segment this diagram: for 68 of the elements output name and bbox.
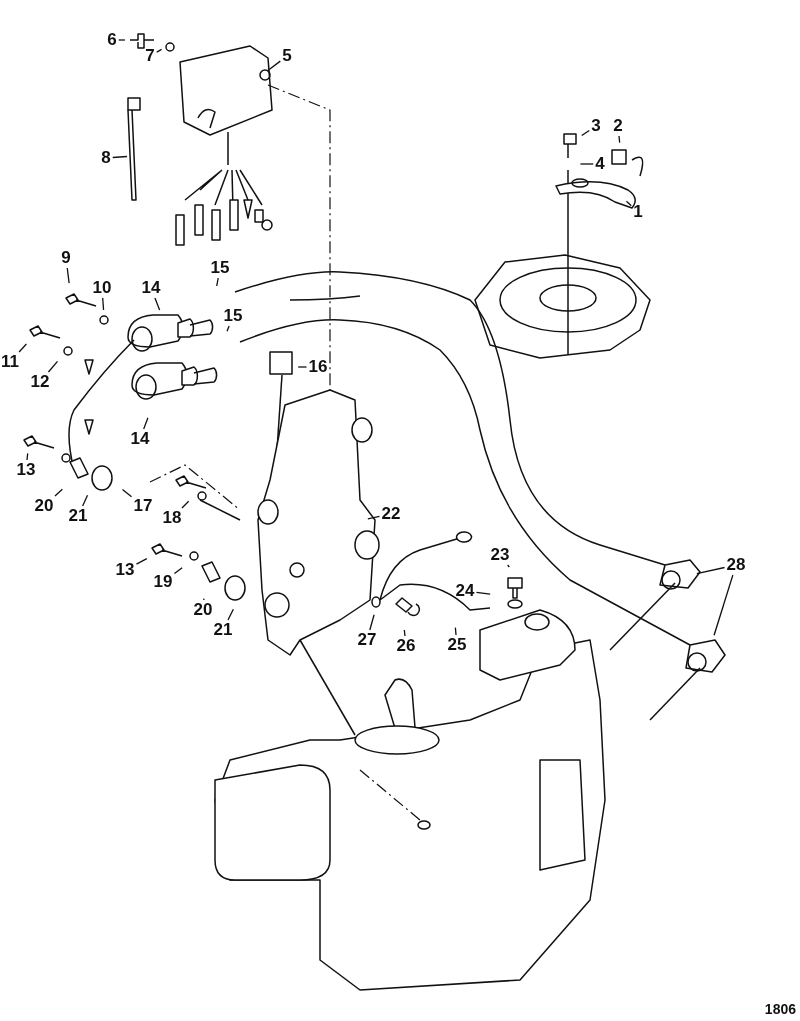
leader-line xyxy=(135,558,148,565)
callout-number: 14 xyxy=(141,279,161,297)
callout-number: 6 xyxy=(107,31,117,49)
callout-number: 21 xyxy=(68,507,88,525)
leader-line xyxy=(226,325,230,332)
leader-line xyxy=(216,277,219,287)
leader-line xyxy=(18,343,27,353)
callout-number: 12 xyxy=(30,373,50,391)
leader-line xyxy=(102,297,105,311)
leader-line xyxy=(581,129,590,137)
callout-number: 13 xyxy=(115,561,135,579)
callout-number: 19 xyxy=(153,573,173,591)
callout-number: 18 xyxy=(162,509,182,527)
leader-line xyxy=(81,494,89,507)
leader-line xyxy=(66,267,70,284)
leader-line xyxy=(266,60,281,72)
callout-number: 5 xyxy=(282,47,292,65)
callout-number: 13 xyxy=(16,461,36,479)
callout-number: 28 xyxy=(726,556,746,574)
callout-number: 3 xyxy=(591,117,601,135)
leader-line xyxy=(696,566,726,575)
callout-number: 20 xyxy=(34,497,54,515)
callout-number: 7 xyxy=(145,47,155,65)
leader-line xyxy=(618,135,621,144)
callout-number: 11 xyxy=(1,353,19,371)
leader-line xyxy=(454,627,457,636)
leader-line xyxy=(121,488,133,498)
leader-line xyxy=(154,297,161,311)
leader-line xyxy=(369,614,375,631)
callout-number: 17 xyxy=(133,497,153,515)
leader-line xyxy=(181,500,190,509)
callout-number: 9 xyxy=(61,249,71,267)
callout-number: 27 xyxy=(357,631,377,649)
callout-number: 25 xyxy=(447,636,467,654)
callout-number: 20 xyxy=(193,601,213,619)
leader-line xyxy=(713,574,734,636)
figure-number: 1806 xyxy=(764,1001,796,1017)
leader-line xyxy=(227,608,234,621)
leader-line xyxy=(403,629,406,637)
leader-line xyxy=(203,598,205,601)
leader-line xyxy=(507,564,510,568)
callout-number: 15 xyxy=(223,307,243,325)
callout-number: 14 xyxy=(130,430,150,448)
leader-line xyxy=(118,39,126,41)
callout-number: 16 xyxy=(308,358,328,376)
callout-number: 24 xyxy=(455,582,475,600)
leader-line xyxy=(143,417,149,430)
callout-number: 15 xyxy=(210,259,230,277)
leader-line xyxy=(47,360,59,373)
leader-line xyxy=(54,488,63,497)
leader-line xyxy=(367,515,381,520)
leader-line xyxy=(26,452,29,461)
callout-number: 22 xyxy=(381,505,401,523)
callout-number: 1 xyxy=(633,203,643,221)
leader-line xyxy=(173,567,183,575)
leader-line xyxy=(475,591,491,595)
leader-line xyxy=(579,163,594,165)
callout-number: 26 xyxy=(396,637,416,655)
callout-number: 23 xyxy=(490,546,510,564)
leader-line xyxy=(625,200,632,207)
callout-number: 2 xyxy=(613,117,623,135)
callout-number: 8 xyxy=(101,149,111,167)
callout-number: 4 xyxy=(595,155,605,173)
leader-line xyxy=(297,366,308,368)
leader-line xyxy=(112,155,128,159)
leader-line xyxy=(156,48,163,53)
callout-number: 21 xyxy=(213,621,233,639)
callout-number: 10 xyxy=(92,279,112,297)
